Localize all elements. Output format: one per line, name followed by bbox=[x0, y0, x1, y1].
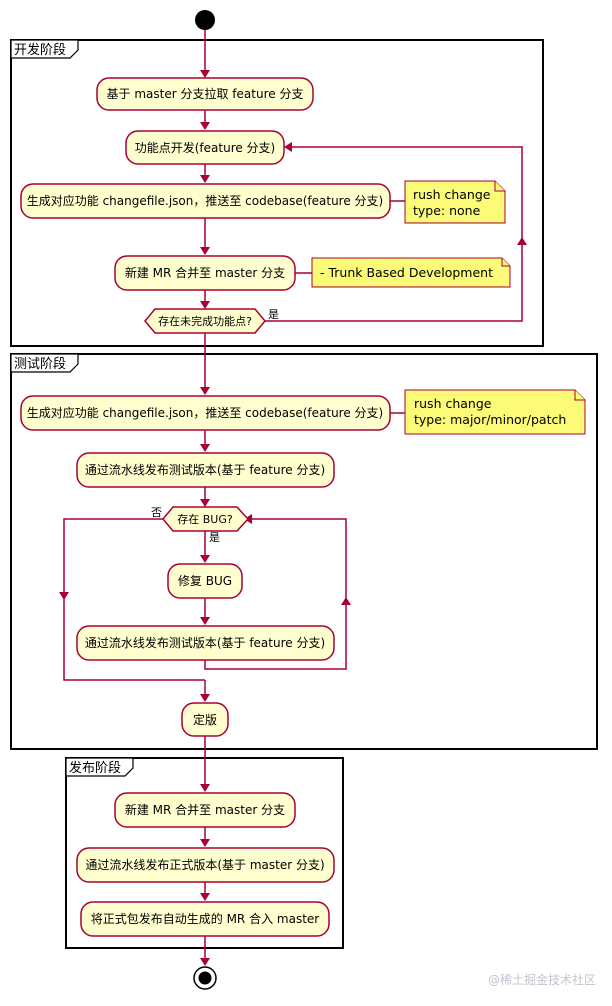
partition-release-title: 发布阶段 bbox=[69, 760, 121, 776]
svg-text:通过流水线发布测试版本(基于 feature 分支): 通过流水线发布测试版本(基于 feature 分支) bbox=[85, 635, 325, 650]
release-activity-create-mr: 新建 MR 合并至 master 分支 bbox=[114, 792, 296, 828]
svg-text:将正式包发布自动生成的 MR 合入 master: 将正式包发布自动生成的 MR 合入 master bbox=[91, 911, 320, 926]
svg-text:通过流水线发布正式版本(基于 master 分支): 通过流水线发布正式版本(基于 master 分支) bbox=[85, 857, 324, 872]
dev-activity-feature-dev: 功能点开发(feature 分支) bbox=[125, 130, 285, 165]
svg-text:定版: 定版 bbox=[193, 712, 217, 727]
svg-text:基于 master 分支拉取 feature 分支: 基于 master 分支拉取 feature 分支 bbox=[107, 86, 304, 101]
dev-activity-pull-feature: 基于 master 分支拉取 feature 分支 bbox=[96, 77, 314, 111]
dev-note-rush-change: rush change type: none bbox=[390, 180, 506, 224]
test-decision-bug: 存在 BUG? 否 是 bbox=[151, 506, 250, 544]
svg-text:- Trunk Based Development: - Trunk Based Development bbox=[320, 265, 493, 280]
release-activity-pipeline-release: 通过流水线发布正式版本(基于 master 分支) bbox=[76, 847, 335, 883]
svg-text:新建 MR 合并至 master 分支: 新建 MR 合并至 master 分支 bbox=[125, 802, 285, 817]
dev-activity-changefile: 生成对应功能 changefile.json，推送至 codebase(feat… bbox=[20, 183, 391, 219]
dev-decision-unfinished: 存在未完成功能点? 是 bbox=[144, 308, 279, 334]
dev-yes-label: 是 bbox=[268, 308, 279, 321]
svg-text:存在 BUG?: 存在 BUG? bbox=[177, 512, 233, 526]
watermark: @稀土掘金技术社区 bbox=[488, 972, 596, 987]
svg-text:功能点开发(feature 分支): 功能点开发(feature 分支) bbox=[135, 140, 276, 155]
test-note-rush-change: rush change type: major/minor/patch bbox=[390, 389, 586, 435]
release-activity-merge-auto-mr: 将正式包发布自动生成的 MR 合入 master bbox=[80, 901, 330, 937]
svg-text:通过流水线发布测试版本(基于 feature 分支): 通过流水线发布测试版本(基于 feature 分支) bbox=[85, 462, 325, 477]
partition-dev-title: 开发阶段 bbox=[14, 42, 66, 58]
svg-text:rush change: rush change bbox=[413, 187, 491, 202]
edges bbox=[59, 30, 527, 966]
svg-text:生成对应功能 changefile.json，推送至 cod: 生成对应功能 changefile.json，推送至 codebase(feat… bbox=[27, 193, 383, 208]
test-no-label: 否 bbox=[151, 506, 162, 519]
svg-text:修复 BUG: 修复 BUG bbox=[178, 573, 232, 588]
svg-text:type: major/minor/patch: type: major/minor/patch bbox=[414, 412, 566, 427]
partition-dev: 开发阶段 bbox=[10, 39, 544, 347]
svg-text:type: none: type: none bbox=[413, 203, 481, 218]
test-activity-pipeline-test-again: 通过流水线发布测试版本(基于 feature 分支) bbox=[76, 625, 335, 661]
test-activity-changefile: 生成对应功能 changefile.json，推送至 codebase(feat… bbox=[20, 395, 391, 431]
dev-note-trunk-based: - Trunk Based Development bbox=[295, 257, 511, 288]
svg-text:新建 MR 合并至 master 分支: 新建 MR 合并至 master 分支 bbox=[125, 265, 285, 280]
partition-test-title: 测试阶段 bbox=[14, 357, 66, 372]
start-node bbox=[195, 10, 215, 30]
svg-text:生成对应功能 changefile.json，推送至 cod: 生成对应功能 changefile.json，推送至 codebase(feat… bbox=[27, 405, 383, 420]
test-activity-finalize: 定版 bbox=[181, 702, 229, 737]
partition-test: 测试阶段 bbox=[10, 353, 598, 750]
svg-text:rush change: rush change bbox=[414, 396, 492, 411]
end-node bbox=[193, 966, 217, 990]
test-yes-label: 是 bbox=[209, 531, 220, 544]
svg-text:存在未完成功能点?: 存在未完成功能点? bbox=[158, 314, 252, 328]
test-activity-fix-bug: 修复 BUG bbox=[167, 563, 243, 599]
test-activity-pipeline-test: 通过流水线发布测试版本(基于 feature 分支) bbox=[76, 452, 335, 488]
dev-activity-create-mr: 新建 MR 合并至 master 分支 bbox=[114, 255, 296, 291]
